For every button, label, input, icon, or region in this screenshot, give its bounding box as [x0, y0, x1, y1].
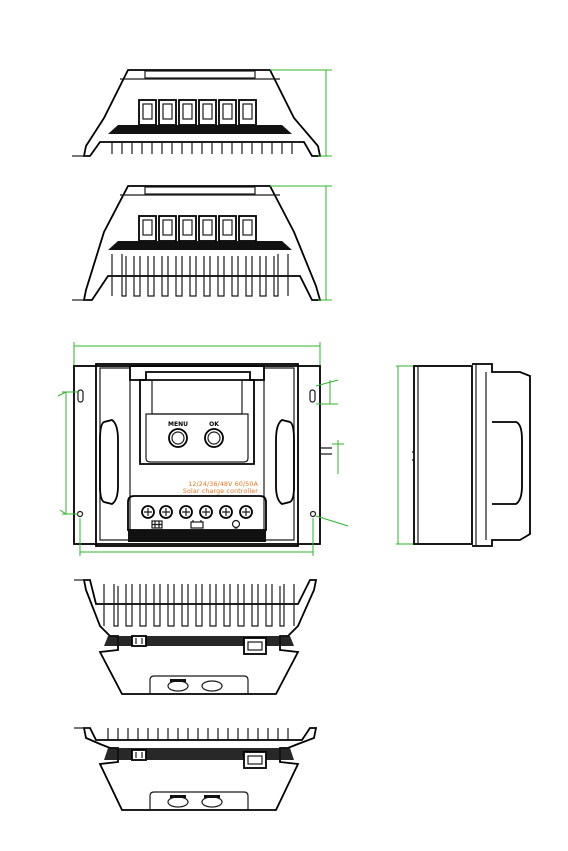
battery-icon: [191, 520, 203, 528]
terminal-blocks: [139, 100, 256, 125]
terminal-screw-icon: [142, 506, 252, 518]
terminal-panel: [128, 496, 266, 542]
rj45-port-icon: [244, 638, 266, 654]
solar-panel-icon: [152, 521, 162, 528]
height-dimension-1: [270, 70, 332, 156]
front-view: MENU OK 12/24/36/48V 60/50A Solar charge…: [58, 342, 348, 556]
rj45-port-icon: [244, 752, 266, 768]
mounting-plate: [74, 366, 320, 544]
ok-button[interactable]: OK: [205, 421, 223, 447]
heat-sink-fins-long: [104, 584, 294, 626]
terminal-connector-icon: [132, 750, 146, 760]
bottom-view-short-fins: [74, 728, 316, 810]
display-window: [140, 380, 254, 464]
lamp-icon: [233, 521, 240, 529]
side-view: [396, 364, 530, 546]
top-view-long-fins: [72, 186, 332, 300]
terminal-blocks: [139, 216, 256, 241]
top-view-short-fins: [72, 70, 332, 156]
heat-sink-fins-short: [112, 142, 292, 154]
menu-button-label: MENU: [168, 421, 188, 428]
ok-button-label: OK: [209, 421, 219, 428]
model-rating-text: 12/24/36/48V 60/50A: [188, 481, 258, 488]
terminal-connector-icon: [132, 636, 146, 646]
heat-sink-fins-long: [112, 254, 288, 296]
bottom-view-long-fins: [74, 580, 316, 694]
product-name-text: Solar charge controller: [183, 488, 258, 495]
menu-button[interactable]: MENU: [168, 421, 188, 447]
width-dimension: [74, 342, 320, 366]
heat-sink-fins-short: [108, 728, 288, 740]
